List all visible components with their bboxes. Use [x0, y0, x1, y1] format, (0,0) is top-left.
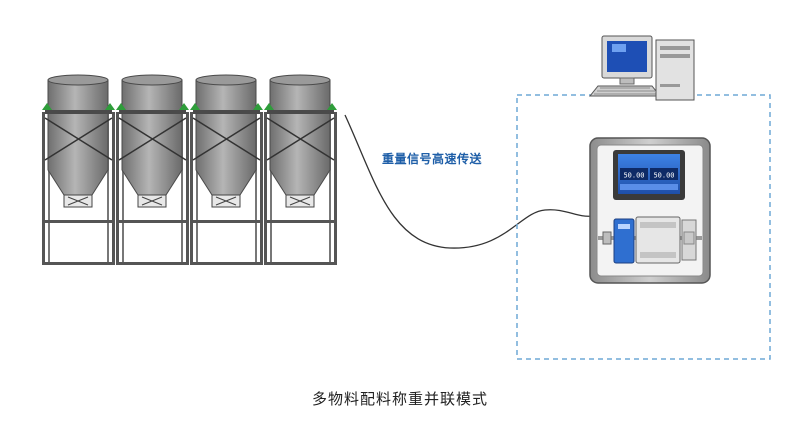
- silo-2: [115, 74, 190, 266]
- display-readout-1: 50.00: [623, 172, 644, 180]
- signal-cable: [344, 114, 593, 249]
- display-readout-2: 50.00: [653, 172, 674, 180]
- silo-1: [41, 74, 116, 266]
- computer-icon: [588, 35, 695, 101]
- plc-module: [635, 216, 681, 264]
- silo-4: [263, 74, 338, 266]
- silo-3: [189, 74, 264, 266]
- din-rail-modules: [598, 216, 702, 264]
- weighing-module: [613, 218, 635, 264]
- diagram-caption: 多物料配料称重并联模式: [311, 390, 488, 408]
- touch-display: 50.00 50.00: [613, 150, 685, 200]
- signal-transmission-label: 重量信号高速传送: [382, 152, 483, 166]
